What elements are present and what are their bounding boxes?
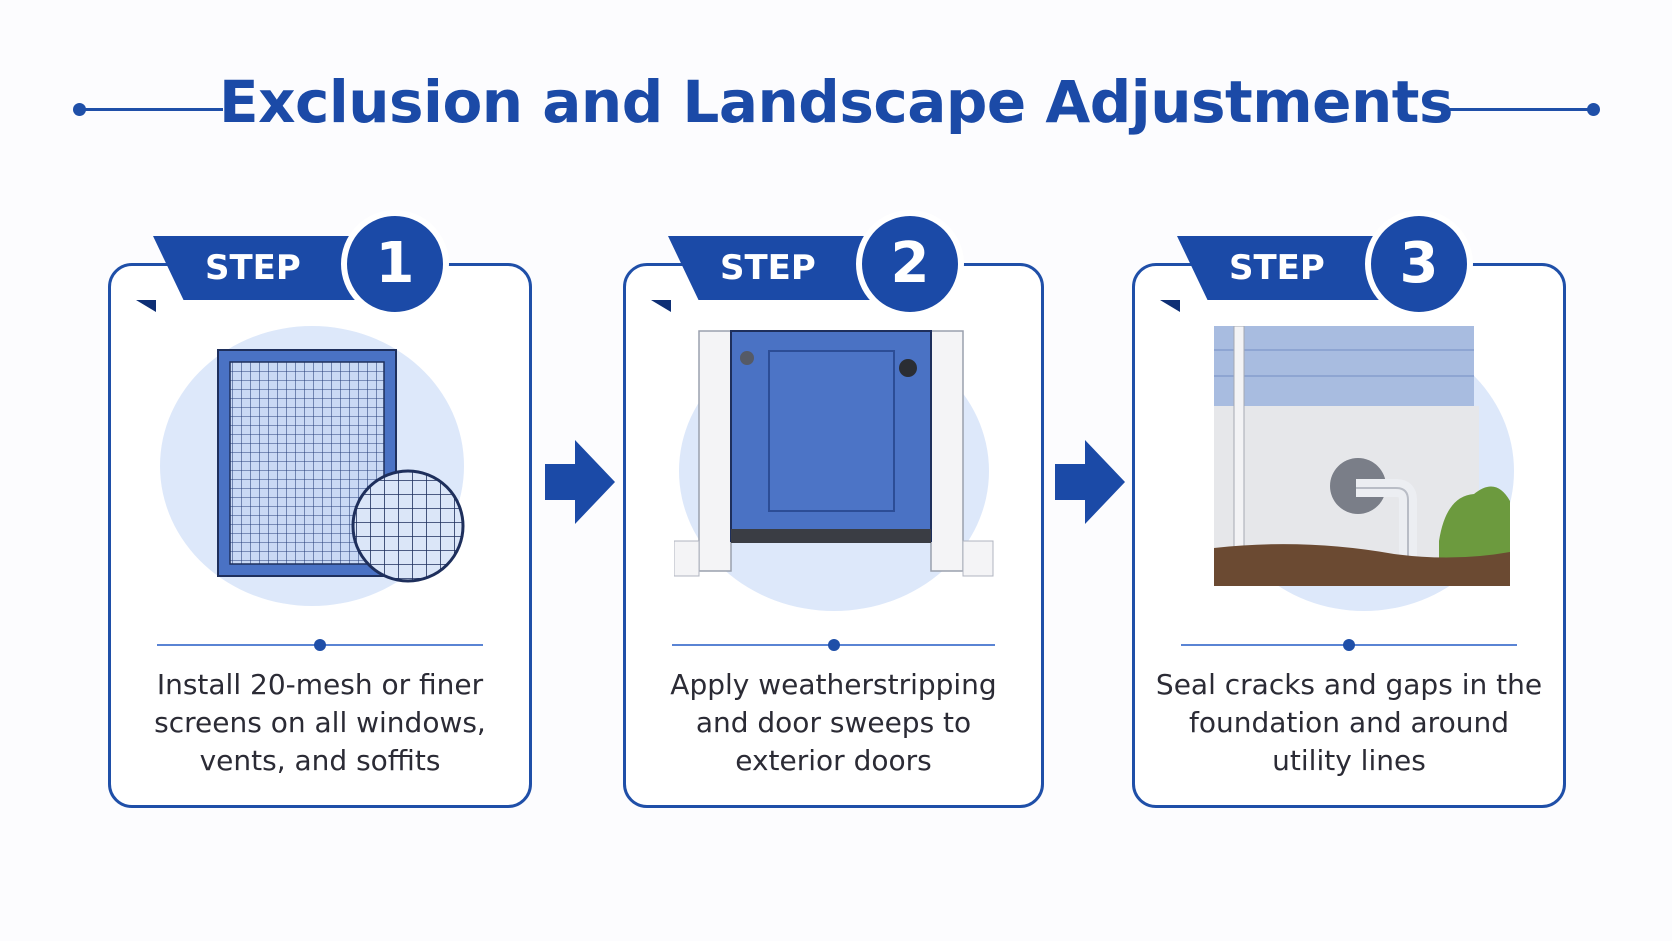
title-line-left (80, 108, 223, 111)
step-tab-fold (136, 300, 156, 312)
card-divider-dot (314, 639, 326, 651)
step-card-2: STEP 2 Apply weatherstripping and door s… (623, 210, 1044, 808)
step-caption: Apply weatherstripping and door sweeps t… (670, 668, 997, 777)
step-number-badge: 1 (341, 210, 449, 318)
card-divider-dot (827, 639, 840, 651)
step-number-badge: 3 (1365, 210, 1473, 318)
step-tab-fold (1160, 300, 1180, 312)
title-line-right (1450, 108, 1593, 111)
arrow-right-icon (545, 436, 617, 532)
step-label: STEP (153, 236, 371, 300)
step-label: STEP (1177, 236, 1395, 300)
arrow-right-icon (1055, 436, 1127, 532)
step-tab-fold (651, 300, 671, 312)
step-card-1: STEP 1 Install 20-mesh or finer screens … (108, 210, 532, 808)
step-caption: Install 20-mesh or finer screens on all … (154, 668, 486, 777)
step-card-3: STEP 3 Seal cracks and gaps in the found… (1132, 210, 1566, 808)
foundation-pipe-icon (1135, 326, 1563, 616)
door-sweep-icon (626, 326, 1041, 616)
window-screen-icon (111, 326, 529, 616)
title-row: Exclusion and Landscape Adjustments (0, 60, 1672, 150)
step-number-badge: 2 (856, 210, 964, 318)
title-dot-right (1587, 103, 1600, 116)
card-divider-dot (1343, 639, 1355, 651)
title-dot-left (73, 103, 86, 116)
page-title: Exclusion and Landscape Adjustments (218, 68, 1454, 136)
step-label: STEP (668, 236, 886, 300)
step-caption: Seal cracks and gaps in the foundation a… (1155, 668, 1543, 777)
